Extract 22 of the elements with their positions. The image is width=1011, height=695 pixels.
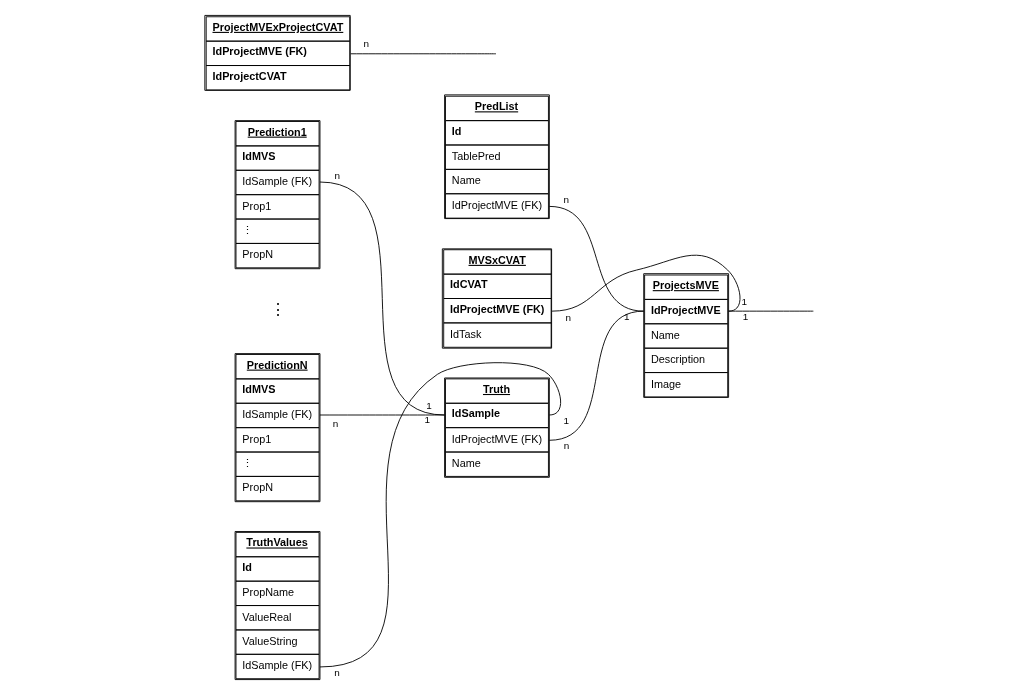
- label: n: [332, 417, 338, 429]
- label: 1: [623, 310, 629, 322]
- label: ⋮: [269, 300, 286, 319]
- label: n: [363, 38, 369, 50]
- label: 1: [563, 414, 569, 426]
- connector: [551, 254, 740, 312]
- connector: [349, 53, 496, 55]
- connector: [727, 310, 814, 312]
- label: 1: [424, 413, 430, 425]
- label: n: [333, 666, 340, 678]
- connector: [548, 205, 644, 312]
- connector: [319, 414, 445, 416]
- connector: [319, 181, 445, 416]
- connector: [319, 362, 561, 668]
- label: n: [563, 439, 569, 451]
- connector: [548, 310, 644, 441]
- label: n: [565, 312, 571, 324]
- label: 1: [425, 399, 432, 411]
- label: n: [333, 170, 340, 182]
- label: n: [563, 193, 569, 205]
- label: 1: [742, 310, 748, 322]
- label: 1: [740, 295, 747, 307]
